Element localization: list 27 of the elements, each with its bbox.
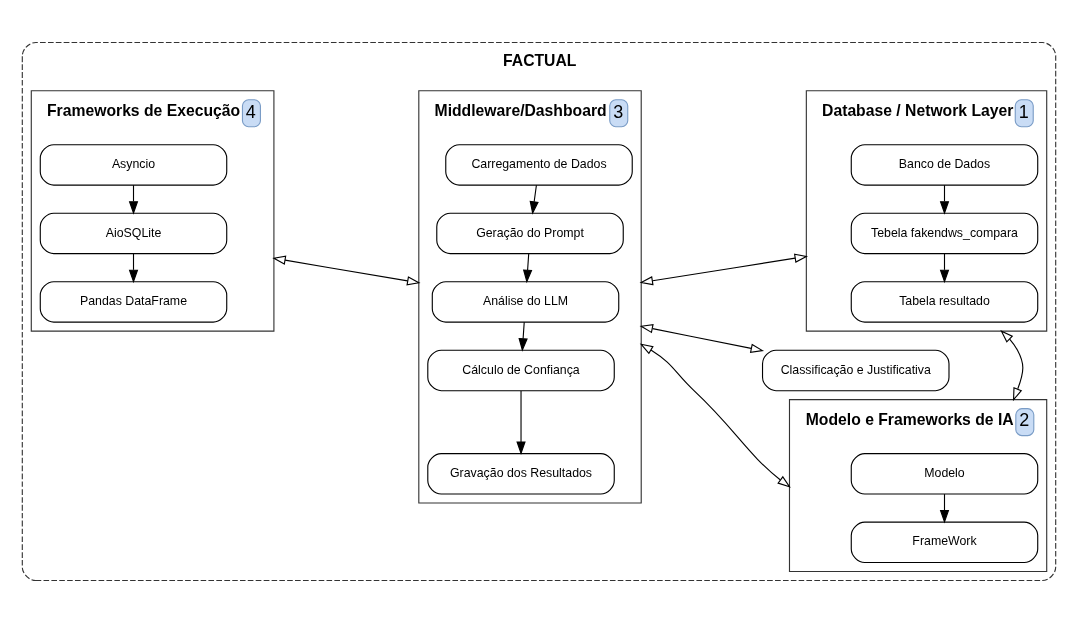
arrow <box>1000 329 1024 402</box>
node-box: Gravação dos Resultados <box>427 453 615 495</box>
node-label: 3 <box>613 101 624 122</box>
node-box: Pandas DataFrame <box>39 281 228 323</box>
arrow <box>522 253 533 284</box>
node-box: Análise do LLM <box>431 281 620 323</box>
node-box: Tebela fakendws_compara <box>850 212 1039 255</box>
arrow <box>639 253 808 286</box>
node-box: Asyncio <box>39 144 228 186</box>
node-box: AioSQLite <box>39 212 228 255</box>
node-label: 4 <box>245 101 256 122</box>
node-box: Banco de Dados <box>850 144 1039 186</box>
arrow <box>639 343 791 488</box>
arrow <box>272 255 421 286</box>
arrow <box>529 184 539 215</box>
node-box: Tabela resultado <box>850 281 1039 323</box>
arrow <box>516 390 526 455</box>
arrow <box>639 324 765 353</box>
node-label: 1 <box>1018 101 1029 122</box>
node-box: Classificação e Justificativa <box>761 349 950 392</box>
node-box: Geração do Prompt <box>436 212 624 255</box>
node-label: 2 <box>1019 410 1030 431</box>
arrow <box>518 321 528 352</box>
node-box: FrameWork <box>850 521 1039 564</box>
node-box: Modelo <box>850 453 1039 495</box>
node-box: Carregamento de Dados <box>445 144 633 186</box>
node-box: Cálculo de Confiança <box>427 349 615 392</box>
